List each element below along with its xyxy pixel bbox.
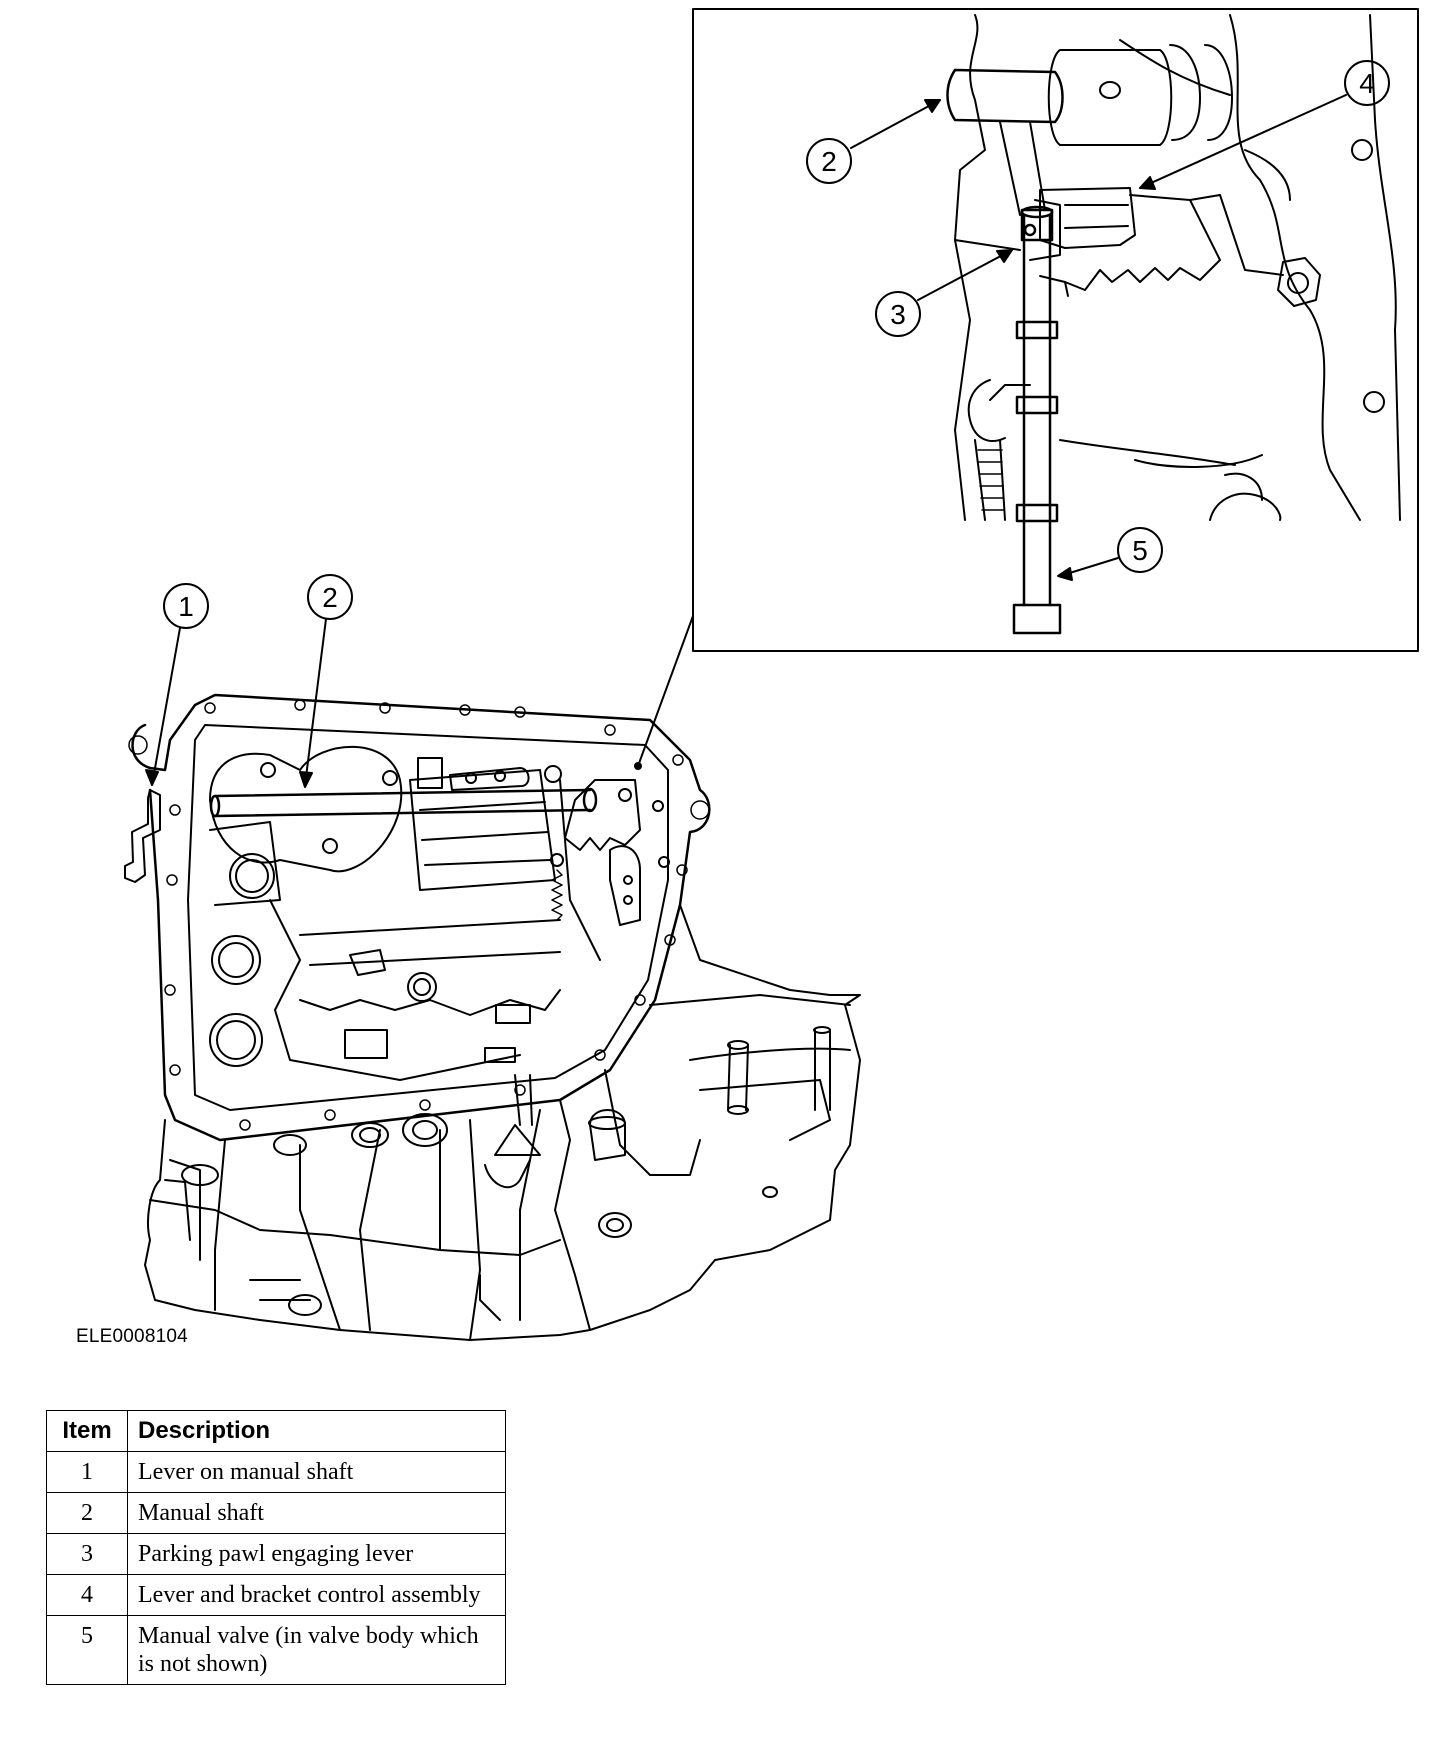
legend-item-description: Parking pawl engaging lever <box>127 1533 506 1575</box>
legend-item-number: 2 <box>46 1492 128 1534</box>
inset-detail-view: 2 3 4 5 <box>634 8 1419 770</box>
legend-item-description: Manual shaft <box>127 1492 506 1534</box>
table-row: 3 Parking pawl engaging lever <box>46 1533 506 1575</box>
svg-text:5: 5 <box>1132 535 1148 566</box>
svg-text:4: 4 <box>1359 68 1375 99</box>
svg-text:1: 1 <box>178 591 194 622</box>
inset-callout-5: 5 <box>1057 527 1163 581</box>
figure-id-label: ELE0008104 <box>76 1326 188 1347</box>
manual-shaft-end <box>946 68 1064 124</box>
lever-bracket-assembly <box>1039 187 1136 249</box>
legend-item-number: 1 <box>46 1451 128 1493</box>
legend-table: Item Description 1 Lever on manual shaft… <box>46 1410 506 1685</box>
legend-item-number: 5 <box>46 1615 128 1685</box>
inset-callout-4: 4 <box>1139 60 1390 190</box>
inset-leader-line <box>637 615 694 767</box>
main-callout-2: 2 <box>299 574 353 788</box>
manual-shaft <box>209 787 598 818</box>
legend-item-number: 3 <box>46 1533 128 1575</box>
main-callout-1: 1 <box>145 583 209 786</box>
inset-frame <box>692 8 1419 652</box>
legend-header-row: Item Description <box>46 1410 506 1452</box>
legend-item-description: Manual valve (in valve body which is not… <box>127 1615 506 1685</box>
legend-item-description: Lever on manual shaft <box>127 1451 506 1493</box>
manual-valve-rod <box>1012 205 1062 635</box>
legend-header-description: Description <box>127 1410 506 1452</box>
manual-shaft-lever <box>124 789 161 883</box>
table-row: 2 Manual shaft <box>46 1492 506 1534</box>
inset-callout-2: 2 <box>806 99 941 184</box>
legend-item-description: Lever and bracket control assembly <box>127 1574 506 1616</box>
svg-text:2: 2 <box>821 146 837 177</box>
table-row: 5 Manual valve (in valve body which is n… <box>46 1615 506 1685</box>
table-row: 4 Lever and bracket control assembly <box>46 1574 506 1616</box>
svg-text:2: 2 <box>322 582 338 613</box>
legend-header-item: Item <box>46 1410 128 1452</box>
inset-callout-3: 3 <box>875 249 1013 337</box>
transmission-case <box>128 693 861 1341</box>
legend-item-number: 4 <box>46 1574 128 1616</box>
bolt-icon <box>1277 257 1321 307</box>
transmission-diagram: 2 3 4 5 <box>124 8 1419 1341</box>
table-row: 1 Lever on manual shaft <box>46 1451 506 1493</box>
svg-text:3: 3 <box>890 299 906 330</box>
